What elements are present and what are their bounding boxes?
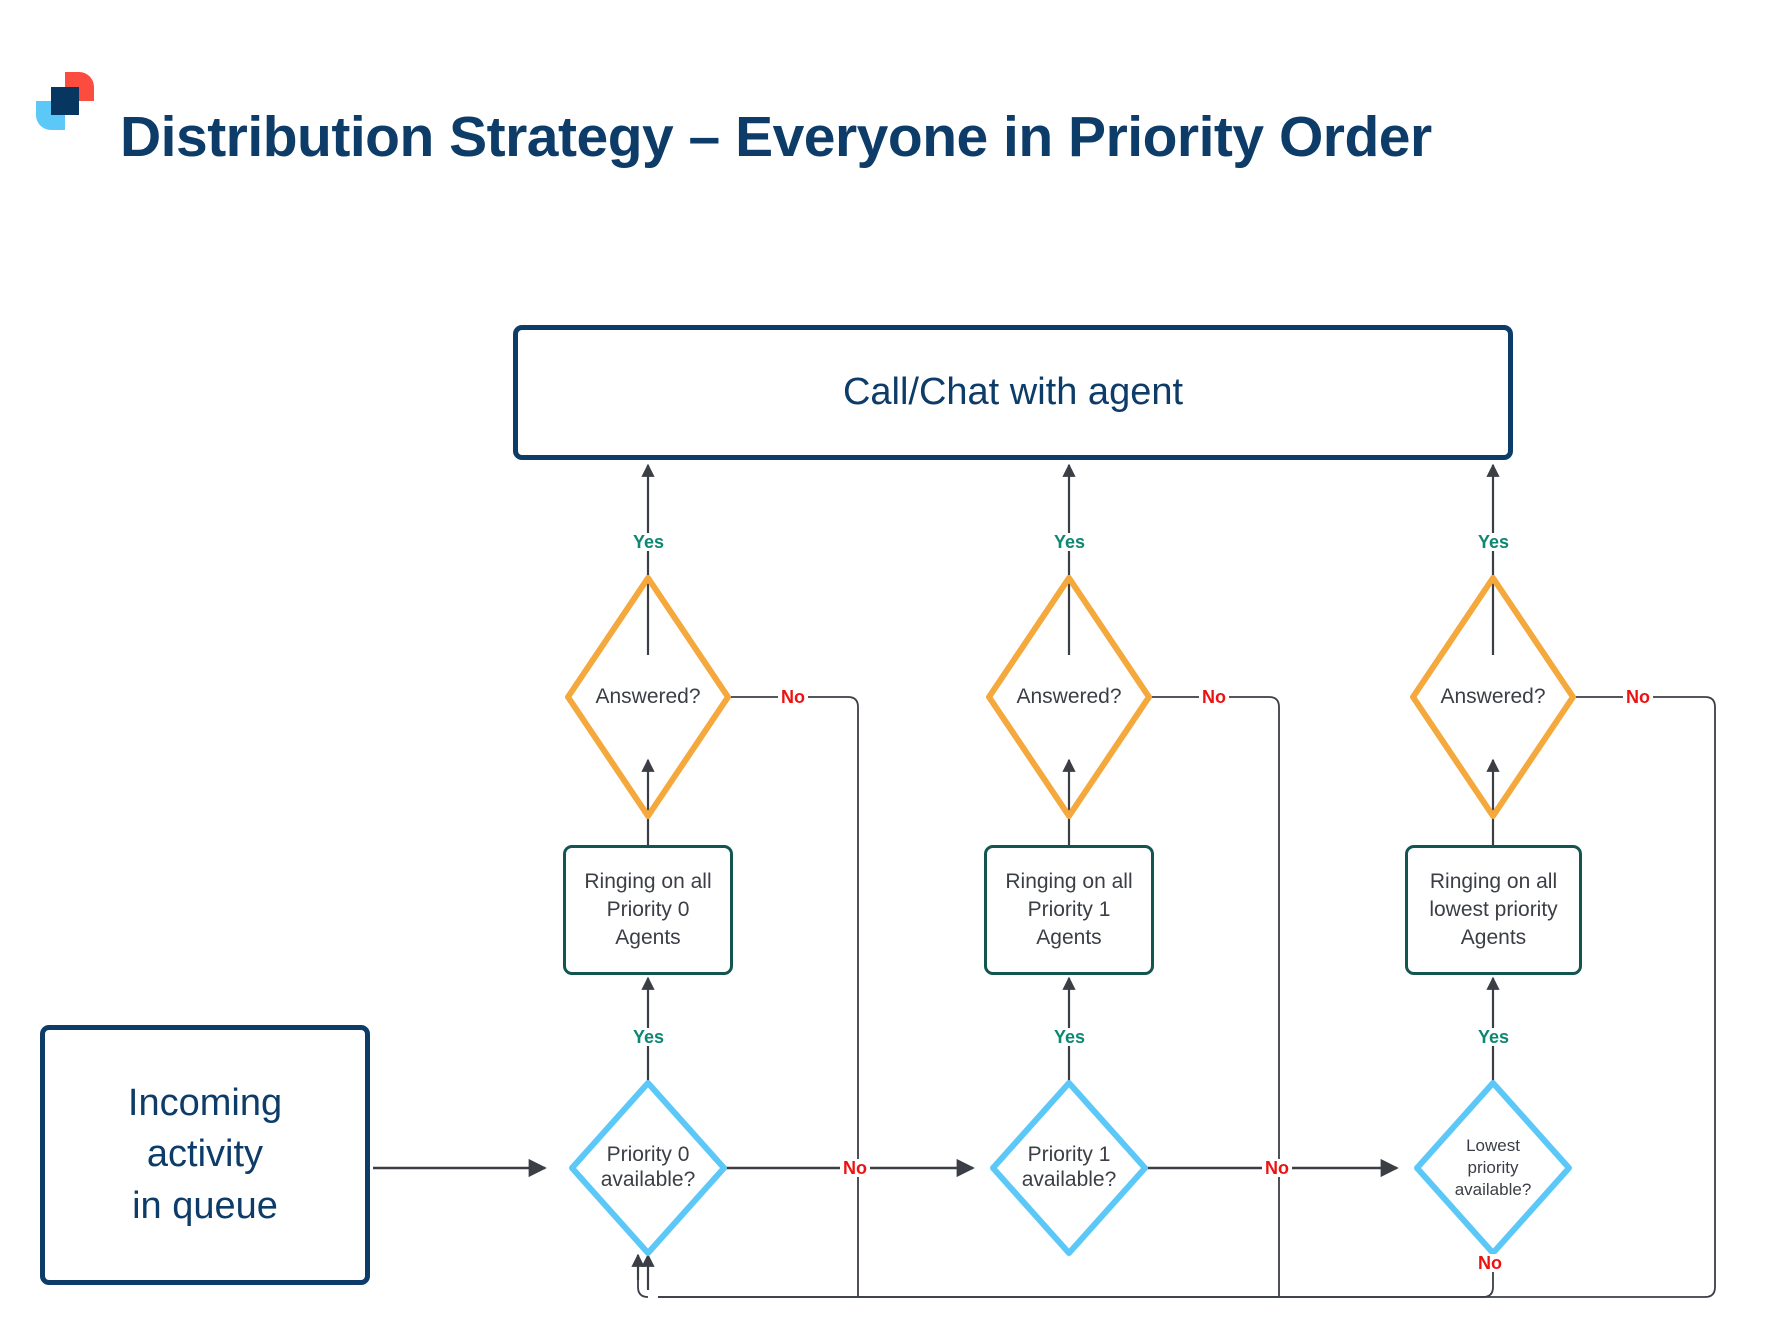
node-ringing-lowest-priority-agents[interactable]: Ringing on all lowest priority Agents — [1405, 845, 1582, 975]
node-decision-label: Priority 0 available? — [572, 1083, 724, 1253]
node-line: activity — [146, 1133, 264, 1176]
edge-label-yes-answered-2: Yes — [1475, 533, 1513, 551]
node-line: Ringing on all — [1429, 870, 1558, 894]
node-answered-label: Answered? — [595, 684, 701, 708]
node-ringing-priority-1-agents[interactable]: Ringing on all Priority 1 Agents — [984, 845, 1154, 975]
node-line: priority — [1467, 1157, 1519, 1177]
edge-label-no-priority-0: No — [840, 1159, 870, 1177]
node-line: lowest priority — [1429, 898, 1558, 922]
edge-label-no-lowest-priority: No — [1475, 1254, 1505, 1272]
edge-label-no-answered-1: No — [1199, 688, 1229, 706]
edge-label-yes-answered-0: Yes — [630, 533, 668, 551]
node-line: Priority 1 — [1027, 1143, 1111, 1167]
node-answered-priority-0[interactable]: Answered? — [568, 578, 728, 816]
edge-label-yes-answered-1: Yes — [1051, 533, 1089, 551]
node-line: available? — [600, 1168, 696, 1191]
edge-label-no-answered-0: No — [778, 688, 808, 706]
node-line: Ringing on all — [1005, 870, 1133, 894]
node-priority-1-available[interactable]: Priority 1 available? — [993, 1083, 1145, 1253]
edge-label-yes-priority-0: Yes — [630, 1028, 668, 1046]
node-call-chat-with-agent[interactable]: Call/Chat with agent — [513, 325, 1513, 460]
node-answered-label: Answered? — [1440, 684, 1546, 708]
node-line: Priority 0 — [606, 898, 690, 922]
node-incoming-activity-in-queue[interactable]: Incoming activity in queue — [40, 1025, 370, 1285]
node-line: Agents — [1036, 925, 1102, 949]
edge-label-yes-priority-1: Yes — [1051, 1028, 1089, 1046]
node-decision-label: Lowest priority available? — [1417, 1083, 1569, 1253]
node-answered-priority-1[interactable]: Answered? — [989, 578, 1149, 816]
node-line: Agents — [1460, 925, 1527, 949]
brand-logo — [36, 72, 94, 130]
node-line: in queue — [132, 1184, 278, 1227]
node-answered-lowest-priority[interactable]: Answered? — [1413, 578, 1573, 816]
node-line: Ringing on all — [584, 870, 712, 894]
node-decision-label: Priority 1 available? — [993, 1083, 1145, 1253]
node-line: Lowest — [1466, 1135, 1520, 1155]
node-line: available? — [1021, 1168, 1117, 1191]
node-line: Incoming — [127, 1082, 283, 1125]
node-ringing-priority-0-agents[interactable]: Ringing on all Priority 0 Agents — [563, 845, 733, 975]
edge-label-no-answered-2: No — [1623, 688, 1653, 706]
node-line: Priority 0 — [606, 1143, 690, 1167]
page-title: Distribution Strategy – Everyone in Prio… — [120, 105, 1432, 169]
edge-label-no-priority-1: No — [1262, 1159, 1292, 1177]
node-line: Priority 1 — [1027, 898, 1111, 922]
node-answered-label: Answered? — [1016, 684, 1122, 708]
node-lowest-priority-available[interactable]: Lowest priority available? — [1417, 1083, 1569, 1253]
node-line: available? — [1454, 1180, 1532, 1200]
edge-label-yes-lowest-priority: Yes — [1475, 1028, 1513, 1046]
node-line: Agents — [615, 925, 681, 949]
node-priority-0-available[interactable]: Priority 0 available? — [572, 1083, 724, 1253]
